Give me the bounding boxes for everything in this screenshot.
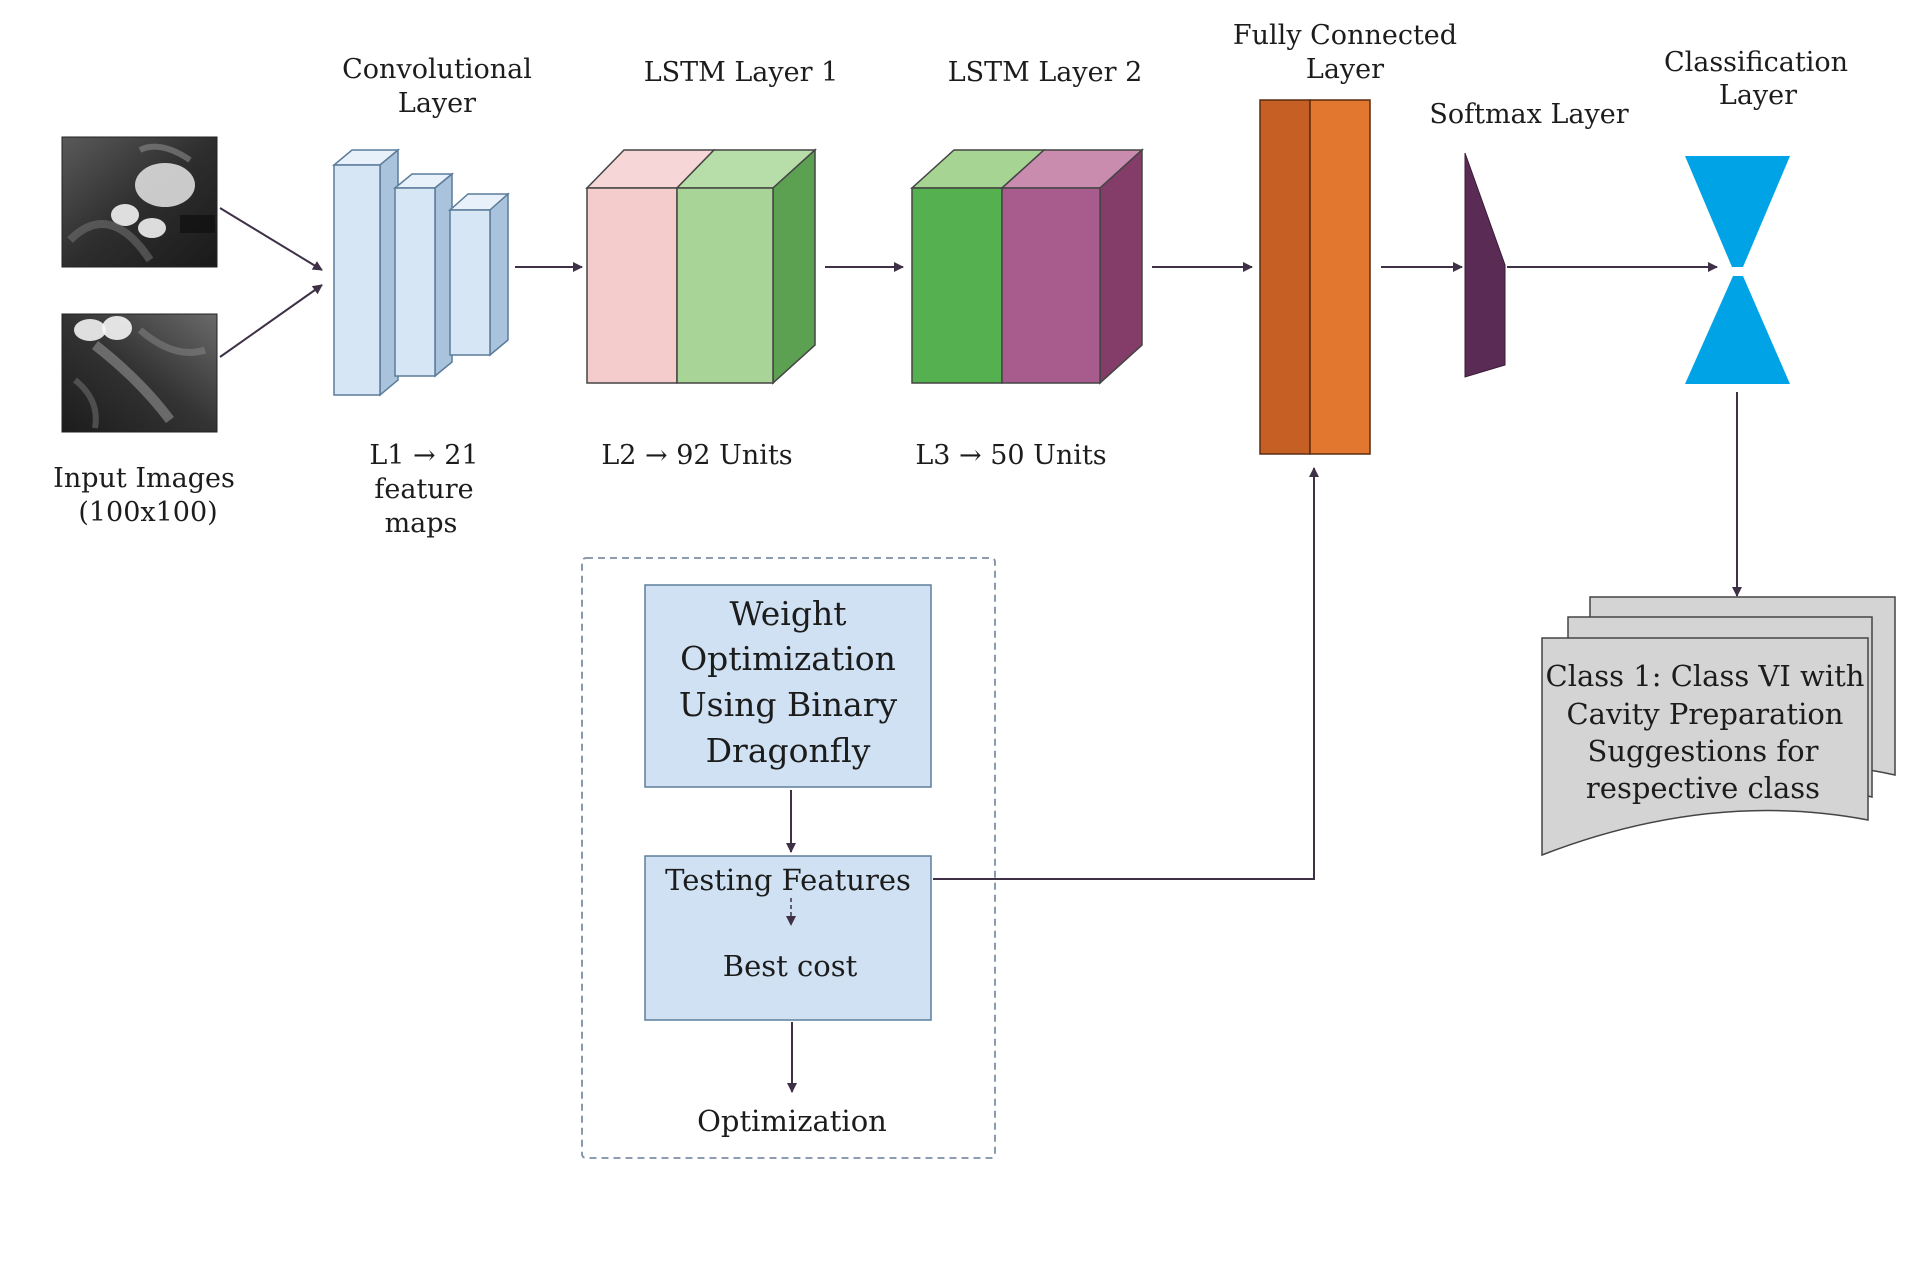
arrow-testing-to-fc — [933, 467, 1319, 880]
classification-layer: Classification Layer — [1664, 47, 1848, 384]
arrow-input-top-to-conv — [219, 207, 323, 271]
output-card-line3: Suggestions for — [1588, 734, 1819, 768]
output-card-stack: Class 1: Class VI with Cavity Preparatio… — [1541, 596, 1896, 857]
conv-caption-line2: feature — [374, 474, 473, 505]
conv-block-1 — [331, 148, 401, 397]
conv-title-line1: Convolutional — [342, 54, 532, 85]
optimization-label: Optimization — [697, 1104, 887, 1138]
conv-title-line2: Layer — [398, 88, 476, 119]
classification-title-line2: Layer — [1719, 80, 1797, 111]
conv-block-2 — [392, 172, 455, 378]
lstm-layer-1: LSTM Layer 1 L2 → 92 Units — [585, 57, 839, 471]
fully-connected-layer: Fully Connected Layer — [1233, 20, 1457, 455]
input-label-line1: Input Images — [53, 463, 235, 494]
lstm2-caption: L3 → 50 Units — [915, 440, 1106, 471]
weight-optimization-box — [644, 584, 932, 788]
input-images: Input Images (100x100) — [53, 136, 235, 528]
input-label-line2: (100x100) — [78, 497, 217, 528]
weight-box-line4: Dragonfly — [706, 731, 871, 770]
best-cost-label: Best cost — [723, 949, 858, 983]
lstm1-title: LSTM Layer 1 — [644, 57, 839, 88]
optimizer-dashed-border — [581, 557, 996, 1159]
arrow-input-bottom-to-conv — [219, 284, 323, 358]
weight-box-line2: Optimization — [680, 639, 896, 678]
lstm1-caption: L2 → 92 Units — [601, 440, 792, 471]
conv-block-3 — [448, 192, 510, 357]
testing-features-label: Testing Features — [665, 863, 911, 897]
conv-layer: Convolutional Layer L1 → 21 feature maps — [331, 54, 532, 539]
conv-caption-line1: L1 → 21 — [369, 440, 478, 471]
lstm2-front-purple — [1001, 187, 1101, 384]
testing-features-box — [644, 855, 932, 1021]
lstm1-front-green — [676, 187, 774, 384]
lstm1-front-pink — [586, 187, 678, 384]
lstm2-front-green — [911, 187, 1003, 384]
output-card-line4: respective class — [1586, 771, 1820, 805]
fc-title-line1: Fully Connected — [1233, 20, 1457, 51]
weight-box-line3: Using Binary — [679, 685, 898, 724]
fc-title-line2: Layer — [1306, 54, 1384, 85]
xray-image-bottom — [61, 313, 218, 433]
optimizer-panel: Weight Optimization Using Binary Dragonf… — [581, 557, 996, 1159]
weight-box-line1: Weight — [730, 594, 847, 633]
conv-caption-line3: maps — [385, 508, 458, 539]
classification-title-line1: Classification — [1664, 47, 1848, 78]
lstm2-title: LSTM Layer 2 — [948, 57, 1143, 88]
xray-image-top — [61, 136, 218, 268]
output-card-line2: Cavity Preparation — [1566, 697, 1843, 731]
softmax-title: Softmax Layer — [1429, 99, 1628, 130]
softmax-layer: Softmax Layer — [1429, 99, 1629, 378]
output-card-line1: Class 1: Class VI with — [1546, 659, 1865, 693]
lstm-layer-2: LSTM Layer 2 L3 → 50 Units — [910, 57, 1144, 471]
output-card-front — [1541, 637, 1869, 857]
